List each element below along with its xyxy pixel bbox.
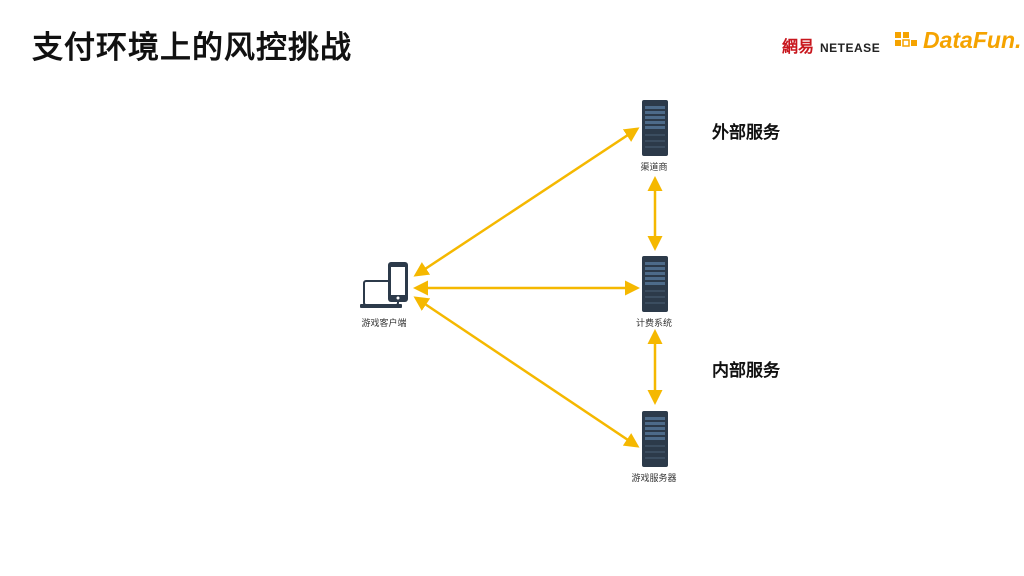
gameserver-server-icon (642, 411, 668, 467)
datafun-logo-text: DataFun. (923, 27, 1022, 53)
netease-logo: 網易 NETEASE (782, 33, 880, 57)
datafun-mark-icon (895, 31, 917, 47)
billing-label: 计费系统 (635, 319, 673, 329)
channel-label: 渠道商 (640, 163, 668, 173)
arrow-client-gameserver (413, 296, 640, 448)
external-services-label: 外部服务 (712, 123, 780, 143)
client-devices-icon (360, 262, 408, 308)
netease-logo-en: NETEASE (820, 41, 881, 55)
page-title: 支付环境上的风控挑战 (32, 30, 352, 66)
datafun-logo: DataFun. (893, 27, 1021, 54)
billing-server-icon (642, 256, 668, 312)
client-label: 游戏客户端 (361, 319, 407, 329)
gameserver-label: 游戏服务器 (631, 474, 677, 484)
arrow-client-channel (413, 127, 640, 277)
netease-logo-cn: 網易 (782, 37, 815, 56)
internal-services-label: 内部服务 (712, 361, 780, 381)
channel-server-icon (642, 100, 668, 156)
